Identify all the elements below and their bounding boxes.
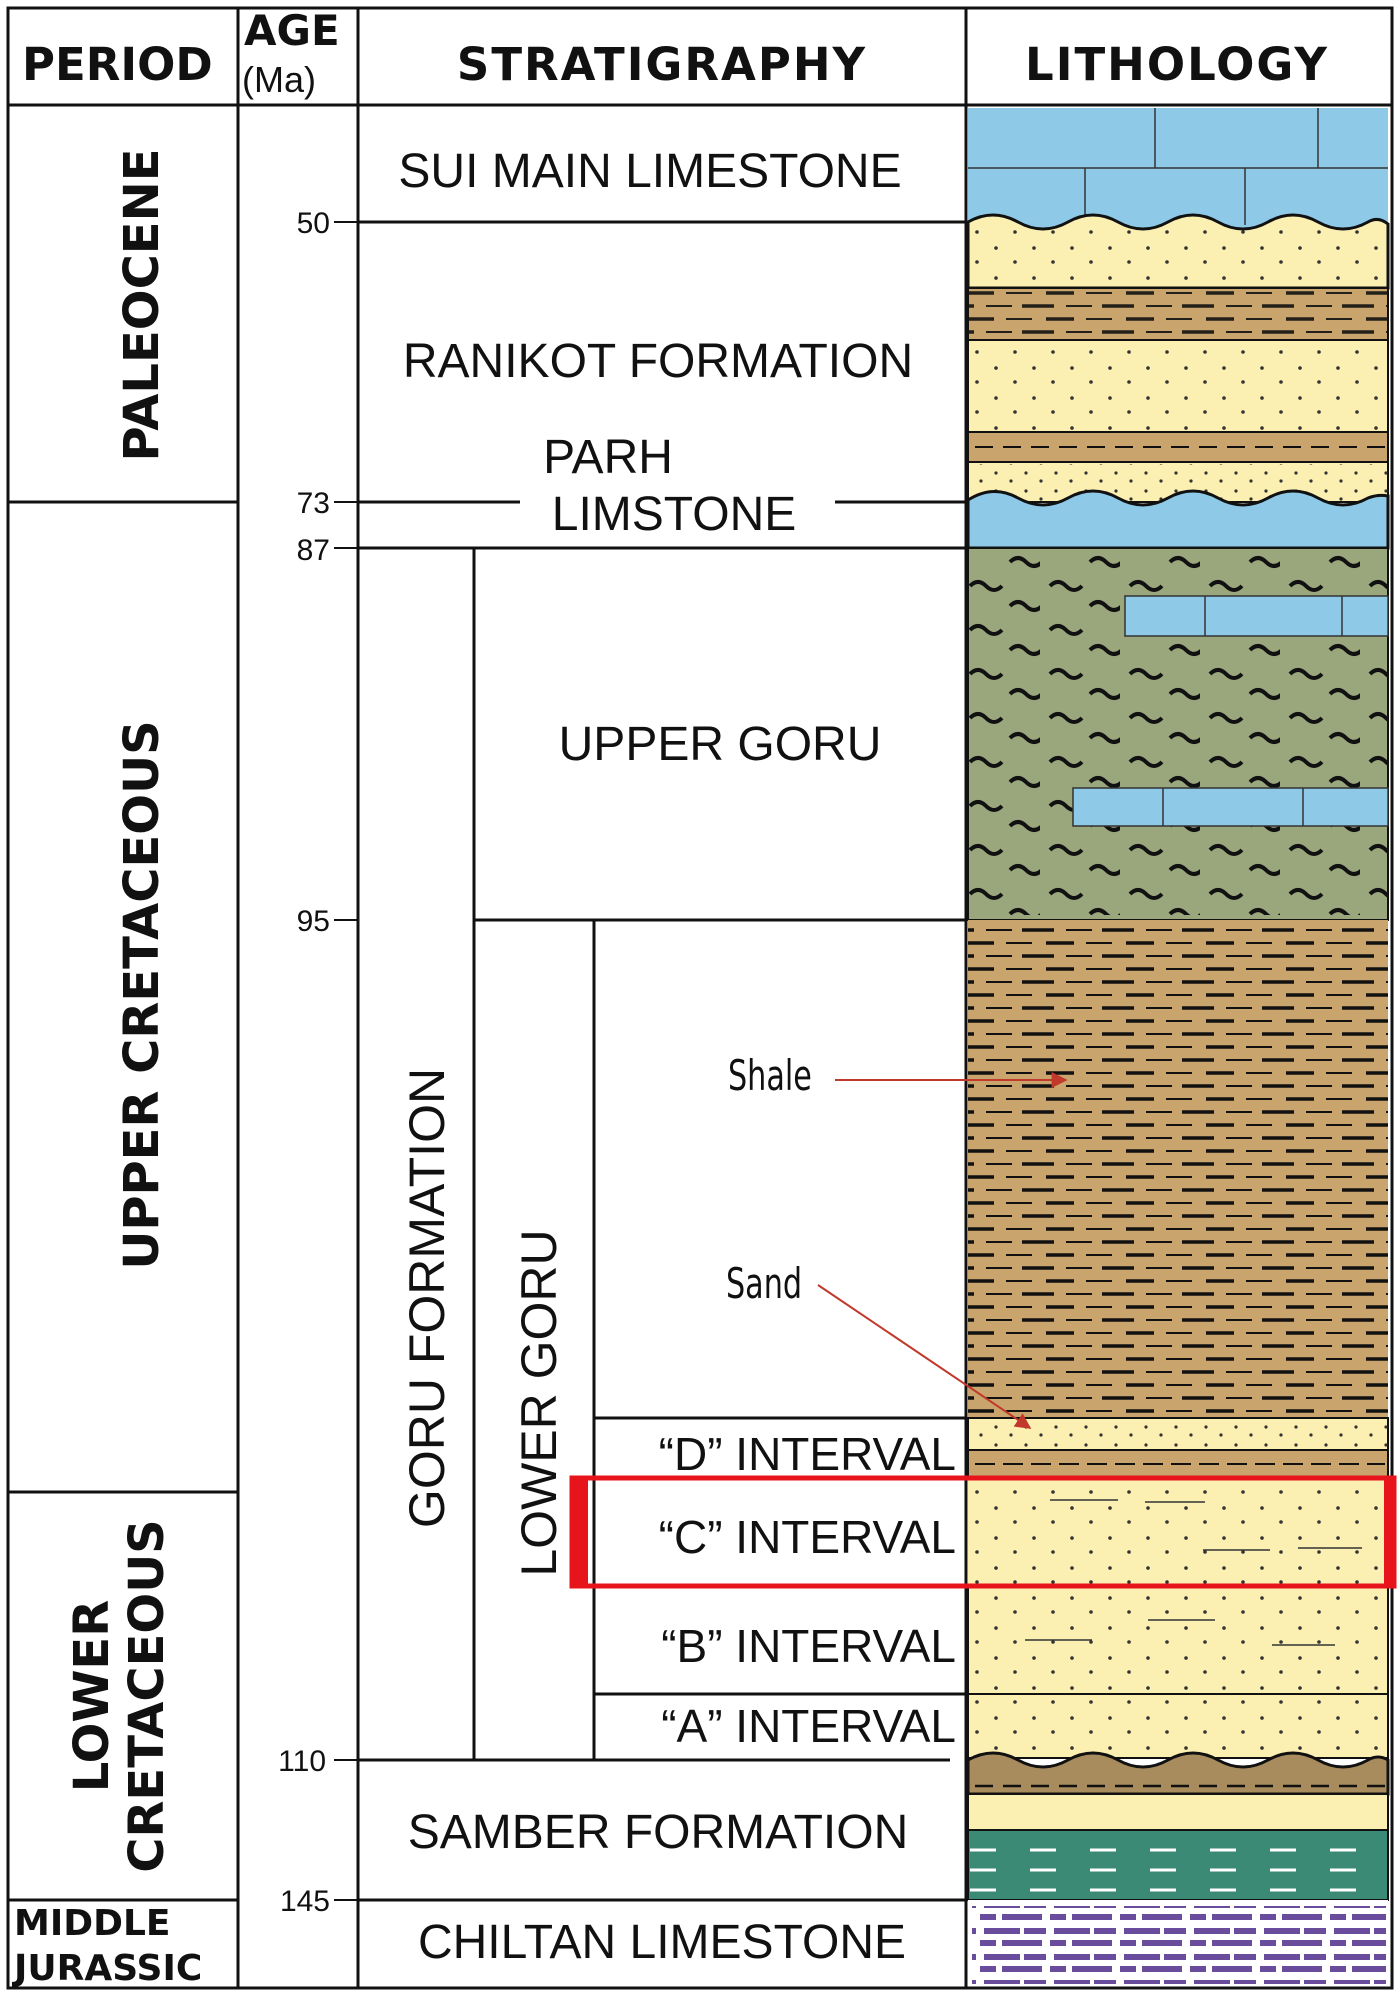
b-interval-silt-lines [1025,1619,1335,1646]
annotation-sand: Sand [726,1259,802,1308]
parh-limestone-fill [966,489,1390,550]
unit-parh-line1: PARH [543,431,673,484]
period-middle-jurassic-line2: JURASSIC [11,1948,202,1989]
c-interval-silt-lines [1050,1499,1362,1551]
samber-sand [967,1793,1389,1831]
age-label-110: 110 [278,1745,326,1778]
upper-goru-limestone-lens-2 [1072,787,1389,827]
samber-shale-top [966,1751,1390,1796]
unit-lower-goru: LOWER GORU [511,1229,567,1576]
period-upper-cretaceous: UPPER CRETACEOUS [114,720,170,1269]
age-ticks [334,221,358,1901]
period-lower-cretaceous-line2: CRETACEOUS [119,1519,175,1873]
upper-goru-limestone-lens-1 [1124,595,1389,637]
unit-interval-c: “C” INTERVAL [659,1511,956,1563]
header-lithology: LITHOLOGY [1025,38,1329,91]
age-label-145: 145 [280,1885,330,1918]
lithology-column [966,108,1390,1988]
header-stratigraphy: STRATIGRAPHY [457,38,867,91]
sand-arrow [817,1284,1032,1429]
unit-interval-b: “B” INTERVAL [661,1620,956,1672]
period-middle-jurassic-line1: MIDDLE [14,1903,171,1944]
age-label-87: 87 [297,534,330,567]
age-label-73: 73 [297,487,330,520]
unit-interval-a: “A” INTERVAL [661,1700,956,1752]
c-interval-highlight [569,1475,1397,1589]
period-lower-cretaceous-line1: LOWER [64,1600,120,1792]
age-label-50: 50 [297,207,330,240]
limestone-brick-lines [968,108,1388,225]
unit-goru-formation: GORU FORMATION [399,1068,455,1528]
unit-upper-goru: UPPER GORU [559,718,882,771]
age-label-95: 95 [297,905,330,938]
unit-chiltan-limestone: CHILTAN LIMESTONE [418,1916,906,1969]
unit-parh-line2: LIMSTONE [552,488,797,541]
unit-sui-main-limestone: SUI MAIN LIMESTONE [398,145,901,198]
header-age: AGE [244,6,340,55]
header-age-unit: (Ma) [242,59,316,100]
annotation-shale: Shale [728,1051,812,1100]
unit-interval-d: “D” INTERVAL [659,1428,956,1480]
header-period: PERIOD [22,38,213,91]
period-paleocene: PALEOCENE [114,148,170,461]
unit-samber-formation: SAMBER FORMATION [408,1806,908,1859]
unit-ranikot-formation: RANIKOT FORMATION [403,335,913,388]
